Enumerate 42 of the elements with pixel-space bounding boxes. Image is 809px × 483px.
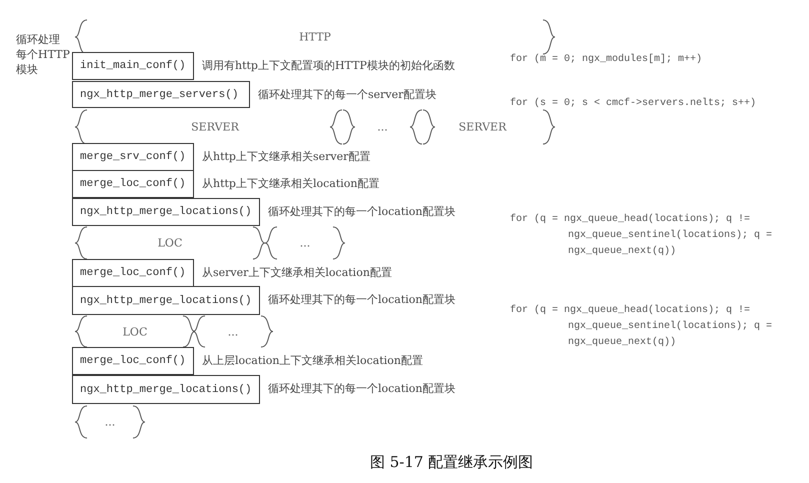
code-text: for (m = 0; ngx_modules[m]; m++) [510,52,704,67]
function-box: ngx_http_merge_locations() [72,198,260,226]
code-text: for (q = ngx_queue_head(locations); q != ngx_queue_sentinel(locations); q = ngx_queue_next(q)) [510,212,774,259]
description-text: 从http上下文继承相关server配置 [202,149,370,164]
function-box: merge_loc_conf() [72,170,194,198]
curly-braces [75,20,555,54]
brace-label: SERVER [458,120,506,134]
description-text: 循环处理其下的每一个location配置块 [268,381,456,396]
curly-braces [193,316,273,347]
curly-braces [75,316,195,347]
side-note: 循环处理每个HTTP模块 [16,32,70,77]
description-text: 调用有http上下文配置项的HTTP模块的初始化函数 [202,58,455,73]
brace-label: LOC [122,325,148,338]
caption: 图 5-17 配置继承示例图 [370,453,534,472]
brace-label: ... [228,325,238,338]
description-text: 从上层location上下文继承相关location配置 [202,353,424,368]
brace-label: LOC [158,236,182,250]
curly-braces [330,110,435,144]
curly-braces [410,110,555,144]
brace-label: ... [377,120,388,134]
brace-label: ... [104,416,116,428]
function-box: merge_srv_conf() [72,143,194,171]
description-text: 从server上下文继承相关location配置 [202,265,392,280]
brace-label: HTTP [299,30,331,44]
function-box: init_main_conf() [72,52,194,80]
description-text: 从http上下文继承相关location配置 [202,176,380,191]
function-box: merge_loc_conf() [72,259,194,287]
brace-label: ... [300,236,310,250]
curly-braces [75,406,145,438]
function-box: ngx_http_merge_locations() [72,286,260,315]
curly-braces [75,110,355,144]
description-text: 循环处理其下的每一个location配置块 [268,292,456,307]
brace-label: SERVER [191,120,239,134]
code-text: for (q = ngx_queue_head(locations); q != ngx_queue_sentinel(locations); q = ngx_queue_next(q)) [510,304,774,350]
description-text: 循环处理其下的每一个server配置块 [258,87,436,102]
curly-braces [75,227,265,259]
code-text: for (s = 0; s < cmcf->servers.nelts; s++) [510,96,758,111]
function-box: ngx_http_merge_locations() [72,375,260,404]
function-box: merge_loc_conf() [72,347,194,375]
description-text: 循环处理其下的每一个location配置块 [268,204,456,219]
curly-braces [265,227,345,259]
function-box: ngx_http_merge_servers() [72,81,250,108]
